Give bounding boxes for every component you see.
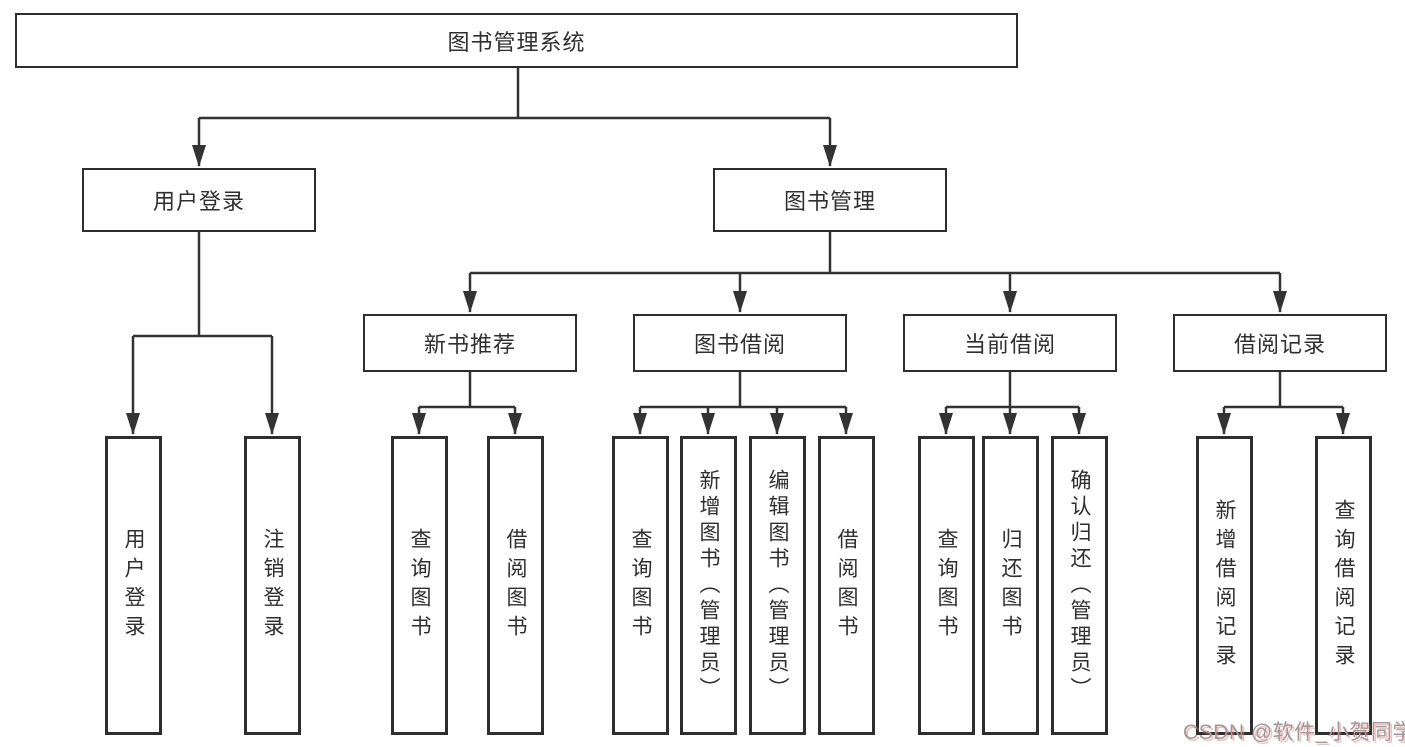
leaf-current-query-books: 查询图书	[918, 436, 975, 735]
node-book-borrow: 图书借阅	[633, 314, 847, 372]
node-current-borrow: 当前借阅	[903, 314, 1117, 372]
leaf-edit-books-admin: 编辑图书（管理员）	[749, 436, 806, 735]
leaf-user-login: 用户登录	[105, 436, 162, 735]
leaf-borrow-query-books: 查询图书	[612, 436, 669, 735]
node-borrow-records: 借阅记录	[1173, 314, 1387, 372]
leaf-add-borrow-record: 新增借阅记录	[1196, 436, 1253, 735]
leaf-borrow-books: 借阅图书	[818, 436, 875, 735]
leaf-recommend-query-books: 查询图书	[391, 436, 448, 735]
leaf-query-borrow-record: 查询借阅记录	[1315, 436, 1372, 735]
node-new-book-recommend: 新书推荐	[363, 314, 577, 372]
leaf-recommend-borrow-books: 借阅图书	[487, 436, 544, 735]
node-user-login: 用户登录	[82, 168, 316, 232]
node-root-system: 图书管理系统	[15, 13, 1018, 68]
leaf-confirm-return-admin: 确认归还（管理员）	[1051, 436, 1108, 735]
node-book-management: 图书管理	[713, 168, 947, 232]
leaf-logout: 注销登录	[244, 436, 301, 735]
csdn-watermark: CSDN @软件_小贺同学	[1183, 721, 1405, 744]
leaf-return-books: 归还图书	[982, 436, 1039, 735]
leaf-add-books-admin: 新增图书（管理员）	[680, 436, 737, 735]
